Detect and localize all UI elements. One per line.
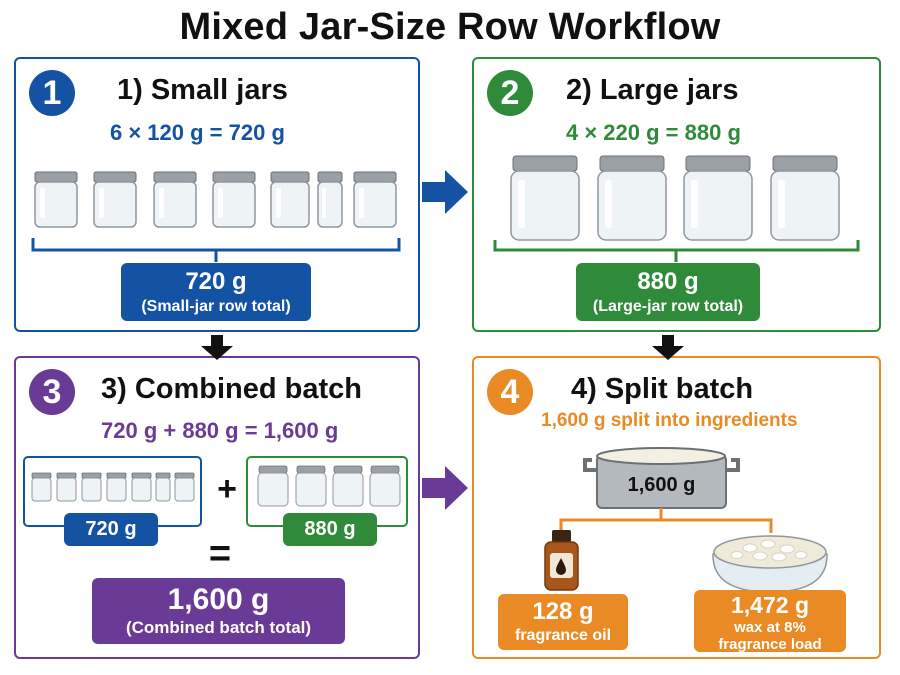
fragrance-bottle-icon <box>544 530 579 591</box>
combined-small-label: 720 g <box>64 513 158 546</box>
arrow-right-icon <box>422 170 468 214</box>
combined-small-jar <box>81 472 102 502</box>
fragrance-value: 128 g <box>532 598 594 625</box>
step-3-heading: 3) Combined batch <box>101 373 363 405</box>
combined-small-jar <box>56 472 77 502</box>
wax-box: 1,472 g wax at 8% fragrance load <box>694 590 846 653</box>
combined-large-jar <box>369 465 401 507</box>
small-jar-4 <box>212 171 256 228</box>
wax-bowl-icon <box>712 535 828 593</box>
step-4-badge: 4 <box>487 369 533 415</box>
combined-large-jar <box>257 465 289 507</box>
step-2-badge: 2 <box>487 70 533 116</box>
fragrance-caption: fragrance oil <box>514 627 612 644</box>
small-jar-total-box: 720 g (Small-jar row total) <box>121 263 311 321</box>
step-1-equation: 6 × 120 g = 720 g <box>110 120 285 145</box>
wax-value: 1,472 g <box>731 592 809 618</box>
wax-caption-1: wax at 8% <box>734 619 806 636</box>
combined-small-label-text: 720 g <box>85 518 137 540</box>
fragrance-box: 128 g fragrance oil <box>498 594 628 650</box>
small-jar-6 <box>317 171 343 228</box>
pot-icon <box>583 447 740 509</box>
arrow-down-icon <box>652 335 684 360</box>
large-jar-2 <box>597 155 667 241</box>
small-jar-3 <box>153 171 197 228</box>
step-3-equation: 720 g + 880 g = 1,600 g <box>101 418 339 443</box>
arrow-right-icon <box>422 466 468 510</box>
combined-small-jar <box>106 472 127 502</box>
step-1-heading: 1) Small jars <box>117 74 288 106</box>
large-jar-total-value: 880 g <box>637 268 699 295</box>
combined-total-value: 1,600 g <box>167 583 270 616</box>
step-4-subheading: 1,600 g split into ingredients <box>541 410 798 431</box>
combined-large-label: 880 g <box>283 513 377 546</box>
step-3-badge: 3 <box>29 369 75 415</box>
pot-label: 1,600 g <box>627 474 696 496</box>
large-jar-total-box: 880 g (Large-jar row total) <box>576 263 760 321</box>
step-4-heading: 4) Split batch <box>571 373 754 405</box>
large-jar-4 <box>770 155 840 241</box>
page-title: Mixed Jar-Size Row Workflow <box>179 6 721 48</box>
combined-small-jar <box>174 472 195 502</box>
large-jar-total-caption: (Large-jar row total) <box>592 298 744 315</box>
step-2-heading: 2) Large jars <box>566 74 739 106</box>
combined-small-jar <box>131 472 152 502</box>
combined-total-caption: (Combined batch total) <box>125 618 312 637</box>
combined-large-jar <box>295 465 327 507</box>
small-jar-7 <box>353 171 397 228</box>
step-2-equation: 4 × 220 g = 880 g <box>566 120 741 145</box>
small-jar-5 <box>270 171 310 228</box>
small-jar-total-caption: (Small-jar row total) <box>141 298 291 315</box>
combined-small-jar <box>155 472 171 502</box>
wax-caption-2: fragrance load <box>718 636 822 653</box>
small-jar-1 <box>34 171 78 228</box>
combined-small-jar <box>31 472 52 502</box>
split-connector <box>559 508 773 533</box>
large-jars-bracket <box>493 240 860 262</box>
large-jar-1 <box>510 155 580 241</box>
combined-large-jar <box>332 465 364 507</box>
small-jars-bracket <box>31 238 401 262</box>
plus-sign: + <box>217 470 237 508</box>
equals-sign: = <box>208 533 232 575</box>
small-jar-total-value: 720 g <box>185 268 247 295</box>
large-jar-3 <box>683 155 753 241</box>
arrow-down-icon <box>201 335 233 360</box>
combined-total-box: 1,600 g (Combined batch total) <box>92 578 345 644</box>
combined-large-label-text: 880 g <box>304 518 356 540</box>
step-1-badge: 1 <box>29 70 75 116</box>
small-jar-2 <box>93 171 137 228</box>
